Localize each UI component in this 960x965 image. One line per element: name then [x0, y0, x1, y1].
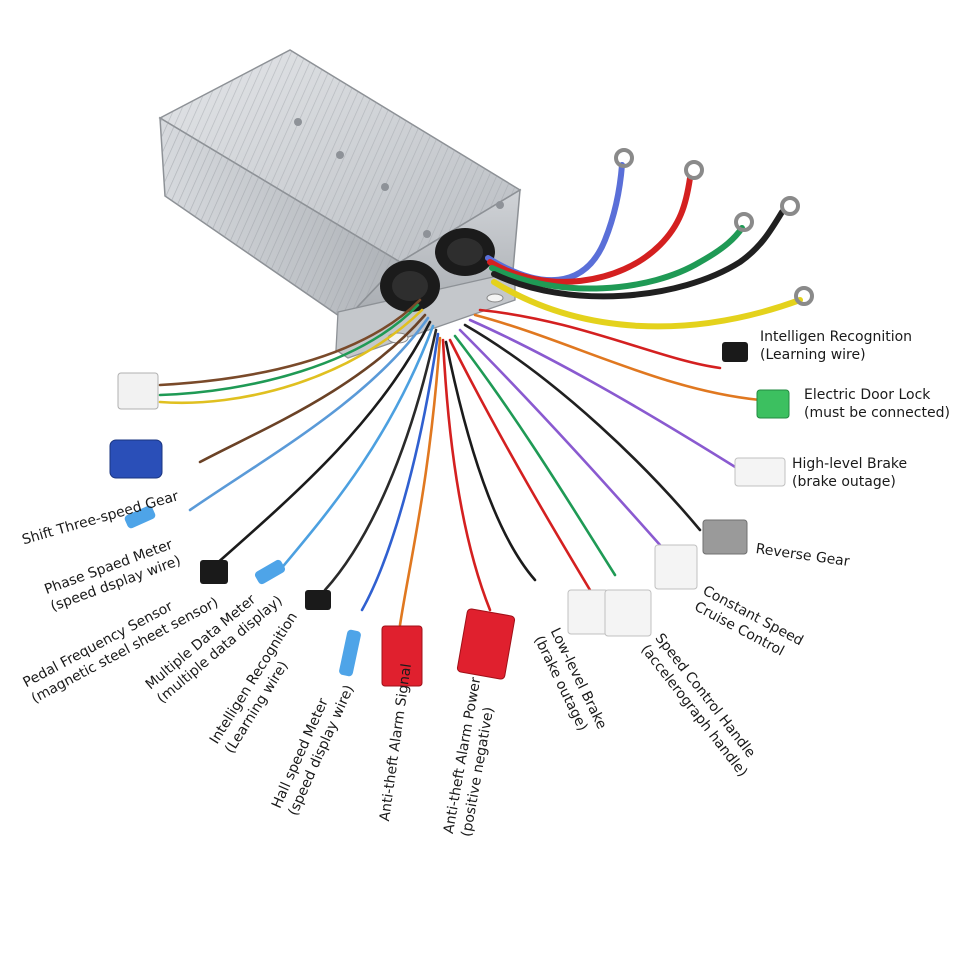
signal-wires	[158, 298, 762, 627]
label-intelligen-recognition-right: Intelligen Recognition (Learning wire)	[760, 329, 913, 363]
ring-terminals	[614, 148, 814, 306]
connectors	[109, 342, 790, 687]
power-wires	[485, 162, 803, 330]
label-electric-door-lock: Electric Door Lock (must be connected)	[804, 387, 950, 421]
label-high-level-brake: High-level Brake (brake outage)	[792, 456, 908, 490]
controller-housing	[158, 49, 522, 359]
